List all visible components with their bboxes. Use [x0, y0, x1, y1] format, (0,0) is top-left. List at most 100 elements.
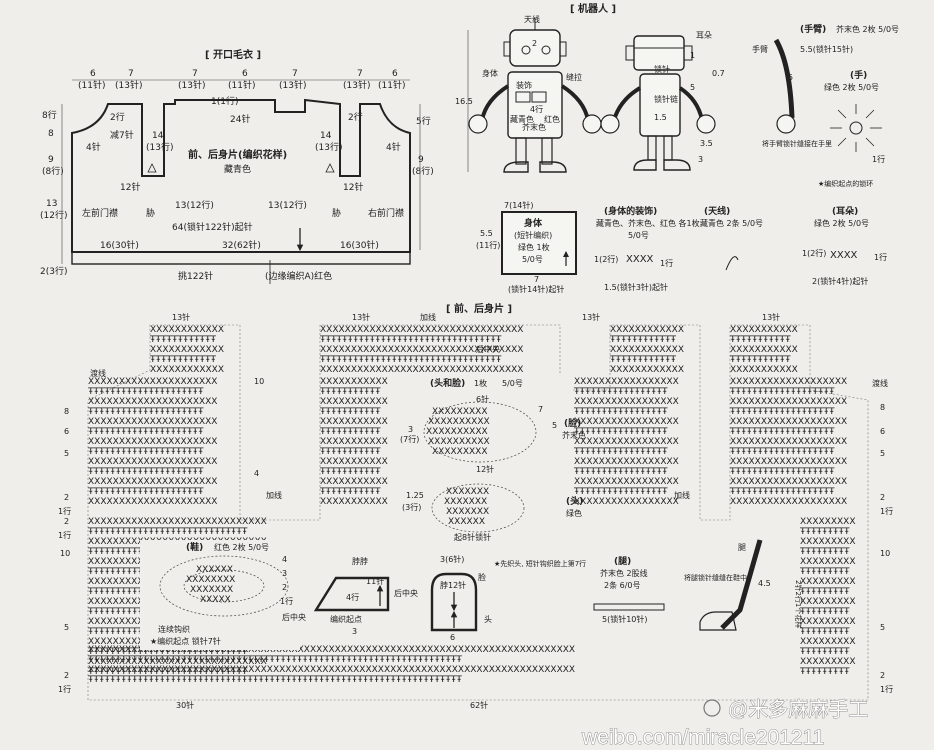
stitch-row-bottom: ŦŦŦŦŦŦŦŦŦ [799, 667, 850, 677]
hand-note: ★编织起点的锁环 [818, 179, 873, 188]
shoe-stitch-row: XXXXXXXX [186, 575, 235, 585]
rows-small-left: 4针 [86, 141, 101, 153]
dim-top-3: 7 [192, 69, 198, 79]
stitch-row-side: XXXXXXXXXXXXXXXXXXX [730, 417, 847, 427]
shoes-row3: 3 [282, 569, 287, 578]
arm-note: 将手臂锁针缝接在手里 [762, 139, 832, 148]
stitch-row-top: XXXXXXXXXXX [730, 325, 798, 335]
arm-info: 芥末色 2枚 5/0号 [836, 24, 899, 34]
right-dim-2: 9 [418, 155, 424, 165]
head-top-st: 6针 [476, 394, 489, 404]
head-qty: 1枚 [474, 378, 487, 388]
stitch-row-side: ŦŦŦŦŦŦŦŦŦŦŦ [319, 487, 381, 497]
body-rows-right: 13(12行) [268, 199, 307, 211]
side-dim-5: 13 [46, 199, 57, 209]
stitch-row-side: XXXXXXXXXXXXXXXXXXXXX [88, 457, 217, 467]
side-dim-6: (12行) [40, 209, 67, 221]
row-right-1b: 1行 [880, 684, 893, 694]
stitch-row-side: ŦŦŦŦŦŦŦŦŦŦŦŦŦŦŦŦŦŦŦ [729, 387, 835, 397]
stitch-row-bottom: ŦŦŦŦŦŦŦŦŦŦŦŦŦŦŦŦŦŦŦŦŦŦŦŦŦŦŦŦŦ [87, 527, 248, 537]
neck-start: 编织起点 [330, 614, 362, 624]
chart-cut-right: 渡线 [872, 378, 888, 388]
row-label-2: 2 [64, 493, 69, 502]
shoes-info: 红色 2枚 5/0号 [214, 542, 269, 552]
stitch-row-side: XXXXXXXXXXXXXXXXXXX [730, 377, 847, 387]
robot-title: [ 机器人 ] [570, 2, 616, 15]
row-right-2b: 2 [880, 671, 885, 680]
stitch-row-top: XXXXXXXXXXXXXXXXXXXXXXXXXXXXXXXXX [320, 365, 523, 375]
neck-rows: 1(1行) [211, 95, 238, 107]
rows-small-right: 4针 [386, 141, 401, 153]
stitch-row-bottom: ŦŦŦŦŦŦŦŦŦ [799, 627, 850, 637]
stitch-row-bottom: XXXXXXXXX [800, 577, 856, 587]
side-dim-7: 2(3行) [40, 265, 67, 277]
head-row7: 7 [538, 405, 543, 414]
antenna-info: 藏青色 2条 5/0号 [700, 218, 763, 228]
dim-top-4-st: (11针) [228, 79, 255, 91]
stitch-row-bottom: XXXXXXXXX [800, 597, 856, 607]
ear-title: (耳朵) [832, 206, 858, 217]
stitch-row-top: ŦŦŦŦŦŦŦŦŦŦŦ [729, 335, 791, 345]
row-right-1: 1行 [880, 506, 893, 516]
watermark: @米多麻麻手工 weibo.com/miracle201211 [581, 698, 869, 750]
row-label-1c: 1行 [58, 684, 71, 694]
stitch-row-top: ŦŦŦŦŦŦŦŦŦŦŦŦŦŦŦŦŦŦŦŦŦŦŦŦŦŦŦŦŦŦŦŦŦ [319, 355, 502, 365]
row-label-4: 4 [254, 469, 259, 478]
stitch-row-side: XXXXXXXXXXXXXXXXXXX [730, 397, 847, 407]
body-dim-top: 7(14针) [504, 200, 534, 210]
chart-cut-left: 渡线 [90, 368, 106, 378]
arm-rows-right: (13行) [315, 141, 342, 153]
robot-red: 红色 [544, 114, 560, 124]
neck-r4: 4行 [346, 592, 359, 602]
stitch-row-side: XXXXXXXXXXXXXXXXX [574, 437, 679, 447]
stitch-row-side: XXXXXXXXXXX [320, 377, 388, 387]
arm-hand-label: 手臂 [752, 44, 768, 54]
deco-stitches: XXXX [626, 254, 654, 265]
stitch-row-side: XXXXXXXXXXXXXXXXX [574, 417, 679, 427]
face-label: (脸) [564, 417, 581, 429]
deco-hook: 5/0号 [628, 231, 649, 240]
row-right-5: 5 [880, 449, 885, 458]
row-label-5b: 5 [64, 623, 69, 632]
ear-stitches: XXXX [830, 250, 858, 261]
row-right-10: 10 [880, 549, 890, 558]
stitch-row-side: ŦŦŦŦŦŦŦŦŦŦŦŦŦŦŦŦŦŦŦŦŦ [87, 407, 204, 417]
robot-deco-label: 装饰 [516, 80, 532, 90]
head-shape-dim: 6 [450, 633, 455, 642]
stitch-row-top: XXXXXXXXXXX [730, 345, 798, 355]
robot-dim-15: 1.5 [654, 113, 667, 122]
stitch-row-top: ŦŦŦŦŦŦŦŦŦŦŦ [729, 355, 791, 365]
border-label: (边缘编织A)红色 [265, 270, 332, 282]
arm-cm-right: 14 [320, 131, 332, 141]
chart-bottom-left: 30针 [176, 700, 194, 710]
stitch-row-bottom: ŦŦŦŦŦŦŦŦŦ [799, 647, 850, 657]
row-label-8: 8 [64, 407, 69, 416]
head-dim3-rows: (7行) [400, 434, 419, 444]
sweater-schematic: [ 开口毛衣 ] 6 (11针) 7 (13针) 7 (13针) 6 (11针)… [40, 48, 434, 284]
robot-body-label: 身体 [482, 68, 498, 78]
arm-rows-left: (13行) [146, 141, 173, 153]
stitch-row-bottom: ŦŦŦŦŦŦŦŦŦ [799, 607, 850, 617]
stitch-row-side: XXXXXXXXXXX [320, 397, 388, 407]
head-row5: 5 [552, 421, 557, 430]
head-stitch-row: XXXXXX [448, 517, 485, 527]
robot-chain-label: 锁针 [654, 64, 670, 74]
robot-dim-1: 1 [690, 51, 695, 60]
stitch-row-bottom: ŦŦŦŦŦŦŦŦŦ [799, 567, 850, 577]
body-info2: 5/0号 [522, 255, 543, 264]
row-right-2: 2 [880, 493, 885, 502]
row-label-2b: 2 [64, 517, 69, 526]
dec-label: 减7针 [110, 129, 134, 141]
body-rows-left: 13(12行) [175, 199, 214, 211]
head-stitch-row: XXXXXXXXX [432, 407, 488, 417]
stitch-row-side: XXXXXXXXXXXXXXXXXXX [730, 457, 847, 467]
neck-back: 后中央 [394, 588, 418, 598]
head-stitch-row: XXXXXXX [444, 497, 487, 507]
stitch-row-side: ŦŦŦŦŦŦŦŦŦŦŦŦŦŦŦŦŦŦŦŦŦ [87, 467, 204, 477]
dim-top-3-st: (13针) [178, 79, 205, 91]
sweater-center-label: 前、后身片(编织花样) [188, 148, 287, 161]
stitch-row-side: XXXXXXXXXXXXXXXXX [574, 477, 679, 487]
stitch-row-side: ŦŦŦŦŦŦŦŦŦŦŦŦŦŦŦŦŦŦŦ [729, 487, 835, 497]
shoes-center: 后中央 [282, 612, 306, 622]
stitch-row-side: XXXXXXXXXXX [320, 437, 388, 447]
